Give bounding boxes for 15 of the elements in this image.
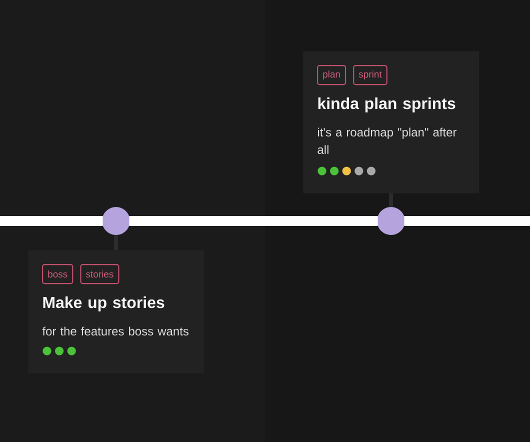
tag: plan — [317, 65, 346, 86]
timeline-bar — [0, 216, 103, 226]
timeline-dot — [377, 207, 405, 235]
card-title: kinda plan sprints — [318, 97, 456, 112]
card-description: for the features boss wants — [42, 326, 188, 336]
timeline-bar — [404, 216, 530, 226]
timeline-bar — [129, 216, 378, 226]
tag: stories — [80, 264, 120, 284]
timeline-dot — [102, 207, 130, 235]
connector-line — [114, 235, 118, 250]
tag: sprint — [353, 65, 388, 86]
tag: boss — [42, 264, 74, 284]
card-description: it's a roadmap "plan" after all — [318, 128, 457, 154]
connector-line — [389, 193, 394, 207]
card-title: Make up stories — [43, 296, 164, 312]
